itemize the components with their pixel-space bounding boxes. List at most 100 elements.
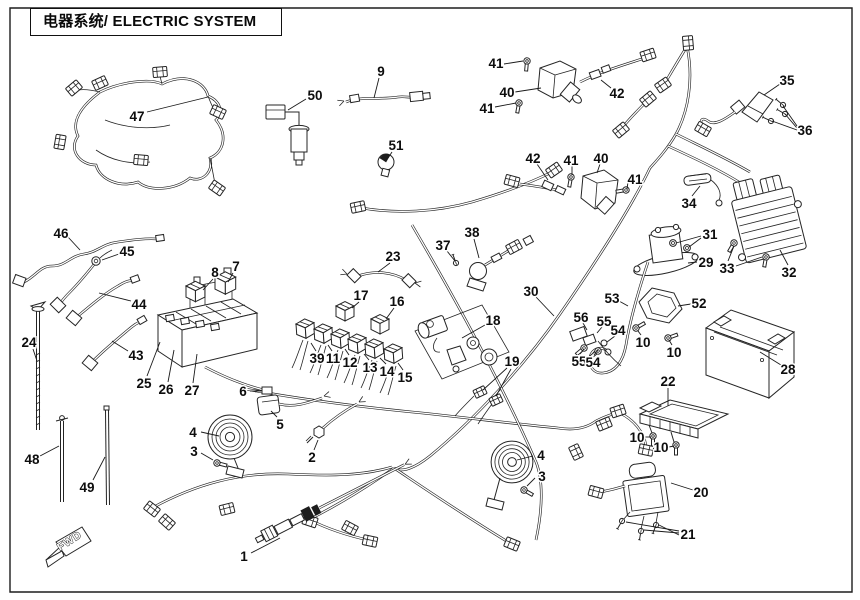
cable-45 — [50, 250, 112, 313]
callout-18: 18 — [485, 313, 501, 328]
callout-54: 54 — [610, 323, 626, 338]
connectors-19 — [455, 385, 504, 424]
callout-48: 48 — [24, 452, 40, 467]
fuse-box-25-26-27 — [158, 279, 257, 367]
leader-line-7 — [228, 273, 233, 282]
leader-line-12 — [345, 349, 349, 355]
callout-33: 33 — [719, 261, 735, 276]
leader-line-55 — [597, 327, 602, 333]
callout-19: 19 — [504, 354, 519, 369]
leader-line-34 — [692, 186, 700, 196]
callout-44: 44 — [131, 297, 147, 312]
ecu-22 — [640, 400, 728, 456]
relay-8 — [185, 277, 206, 303]
callout-1: 1 — [240, 549, 248, 564]
leader-line-47 — [147, 97, 208, 112]
leader-line-4 — [201, 432, 219, 436]
leader-line-49 — [93, 457, 105, 480]
callout-8: 8 — [211, 265, 219, 280]
leader-line-13 — [364, 354, 369, 360]
relay-17 — [335, 301, 355, 322]
horn-4-left — [207, 414, 253, 478]
leader-line-20 — [671, 483, 693, 490]
module-20 — [587, 460, 669, 541]
callout-47: 47 — [129, 109, 144, 124]
sensor-51 — [378, 154, 394, 177]
cable-tie-48 — [56, 416, 68, 502]
relay-16 — [370, 314, 390, 335]
leader-line-4 — [517, 456, 533, 460]
callout-45: 45 — [119, 244, 135, 259]
battery-cable-53 — [590, 262, 648, 373]
callout-29: 29 — [698, 255, 713, 270]
leader-line-39 — [311, 343, 316, 351]
callout-35: 35 — [779, 73, 795, 88]
callout-4: 4 — [189, 425, 197, 440]
leader-line-54 — [607, 336, 615, 342]
callout-26: 26 — [158, 382, 174, 397]
leader-line-55 — [580, 349, 584, 354]
leader-line-46 — [68, 237, 80, 250]
callout-39: 39 — [309, 351, 324, 366]
rod-49 — [104, 406, 110, 505]
cable-tie-24 — [31, 302, 45, 430]
callout-38: 38 — [464, 225, 480, 240]
leader-line-9 — [374, 78, 379, 98]
leader-line-28 — [760, 352, 781, 365]
clamp-parts-54-55-56 — [570, 327, 621, 366]
leader-line-42 — [601, 80, 611, 88]
leader-line-44 — [99, 293, 131, 301]
leader-line-19 — [496, 369, 511, 396]
leader-line-11 — [328, 345, 332, 351]
callout-20: 20 — [693, 485, 708, 500]
callout-4: 4 — [537, 448, 545, 463]
callout-28: 28 — [780, 362, 796, 377]
callout-10: 10 — [666, 345, 681, 360]
callout-41: 41 — [627, 172, 643, 187]
leader-line-1 — [251, 538, 280, 553]
leader-line-36 — [783, 106, 797, 126]
leader-line-30 — [536, 297, 554, 316]
callout-54: 54 — [585, 355, 601, 370]
callout-13: 13 — [362, 360, 378, 375]
callout-5: 5 — [276, 417, 284, 432]
callout-31: 31 — [702, 227, 718, 242]
leader-line-31 — [689, 238, 701, 247]
leader-line-56 — [583, 323, 587, 330]
ignition-coil-50 — [266, 105, 309, 165]
fuse-link-34 — [683, 173, 722, 206]
callout-9: 9 — [377, 64, 385, 79]
leader-line-33 — [728, 246, 734, 261]
leader-line-2 — [314, 440, 318, 450]
leader-line-23 — [378, 263, 390, 272]
leader-line-5 — [271, 411, 277, 417]
callout-50: 50 — [307, 88, 322, 103]
screws-21 — [614, 516, 660, 541]
flasher-5 — [257, 391, 331, 416]
leader-line-40 — [597, 164, 600, 173]
leader-line-54 — [594, 350, 598, 355]
callout-15: 15 — [397, 370, 413, 385]
leader-line-18 — [462, 325, 485, 338]
leader-line-21 — [626, 522, 679, 531]
callout-3: 3 — [538, 469, 546, 484]
leader-line-41 — [504, 61, 523, 64]
leader-line-3 — [201, 453, 213, 460]
cable-43 — [82, 315, 147, 370]
relay-7 — [214, 268, 237, 295]
coil-assembly-top — [513, 47, 657, 114]
page-title: 电器系统/ ELECTRIC SYSTEM — [30, 8, 282, 36]
leader-line-19 — [483, 368, 507, 390]
callout-30: 30 — [523, 284, 538, 299]
leader-line-26 — [168, 350, 174, 382]
fwd-arrow: FWD — [46, 527, 91, 567]
callout-2: 2 — [308, 450, 316, 465]
callout-41: 41 — [563, 153, 579, 168]
callout-25: 25 — [136, 376, 152, 391]
callout-14: 14 — [379, 364, 395, 379]
leader-line-45 — [102, 254, 119, 260]
callout-3: 3 — [190, 444, 198, 459]
